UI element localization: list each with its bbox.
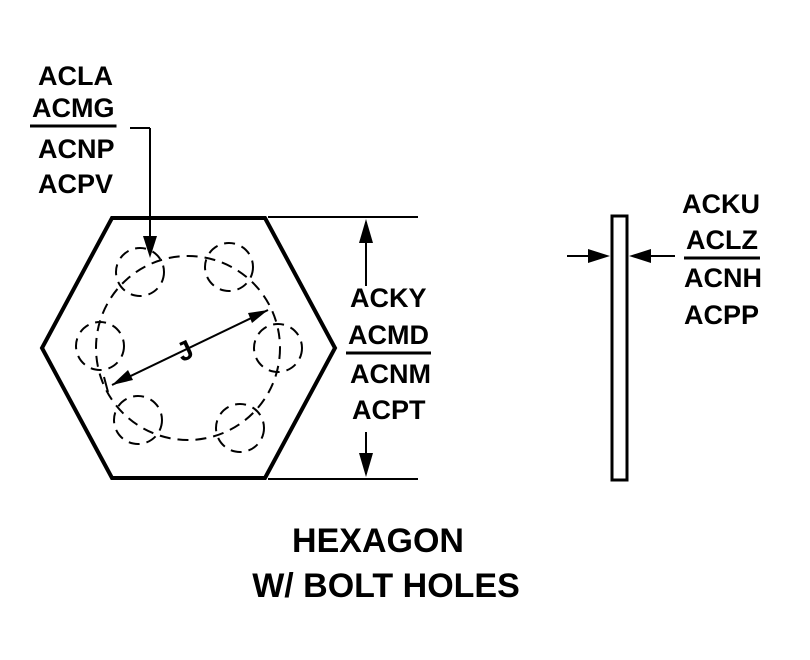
label-acla: ACLA — [38, 61, 113, 91]
bolt-hole — [75, 321, 125, 371]
label-acpv: ACPV — [38, 169, 113, 199]
hexagon-outline — [39, 216, 338, 480]
title-line1: HEXAGON — [292, 522, 464, 560]
label-acnm: ACNM — [350, 359, 431, 389]
bolt-hole — [253, 323, 303, 373]
label-acmd: ACMD — [348, 320, 429, 350]
top-left-leader — [130, 127, 157, 258]
label-acky: ACKY — [350, 283, 427, 313]
thickness-dimension — [567, 249, 675, 263]
label-acpt: ACPT — [352, 395, 426, 425]
label-acnh: ACNH — [684, 263, 762, 293]
bolt-circle — [95, 255, 281, 441]
thickness-labels: ACKU ACLZ ACNH ACPP — [682, 189, 762, 330]
across-flats-dimension — [268, 216, 418, 480]
bolt-circle-dimension — [103, 309, 269, 393]
side-view-plate — [610, 214, 629, 482]
label-acmg: ACMG — [32, 93, 115, 123]
bolt-holes — [75, 242, 303, 453]
label-j: J — [172, 334, 198, 368]
bolt-hole — [204, 242, 254, 292]
bolt-hole — [215, 403, 265, 453]
title-line2: W/ BOLT HOLES — [252, 567, 520, 605]
label-acpp: ACPP — [684, 300, 759, 330]
top-left-labels: ACLA ACMG ACNP ACPV — [32, 61, 115, 199]
label-acku: ACKU — [682, 189, 760, 219]
label-acnp: ACNP — [38, 134, 115, 164]
label-aclz: ACLZ — [686, 225, 758, 255]
bolt-hole — [115, 247, 165, 297]
across-flats-labels: ACKY ACMD ACNM ACPT — [348, 283, 431, 425]
bolt-hole — [113, 395, 163, 445]
